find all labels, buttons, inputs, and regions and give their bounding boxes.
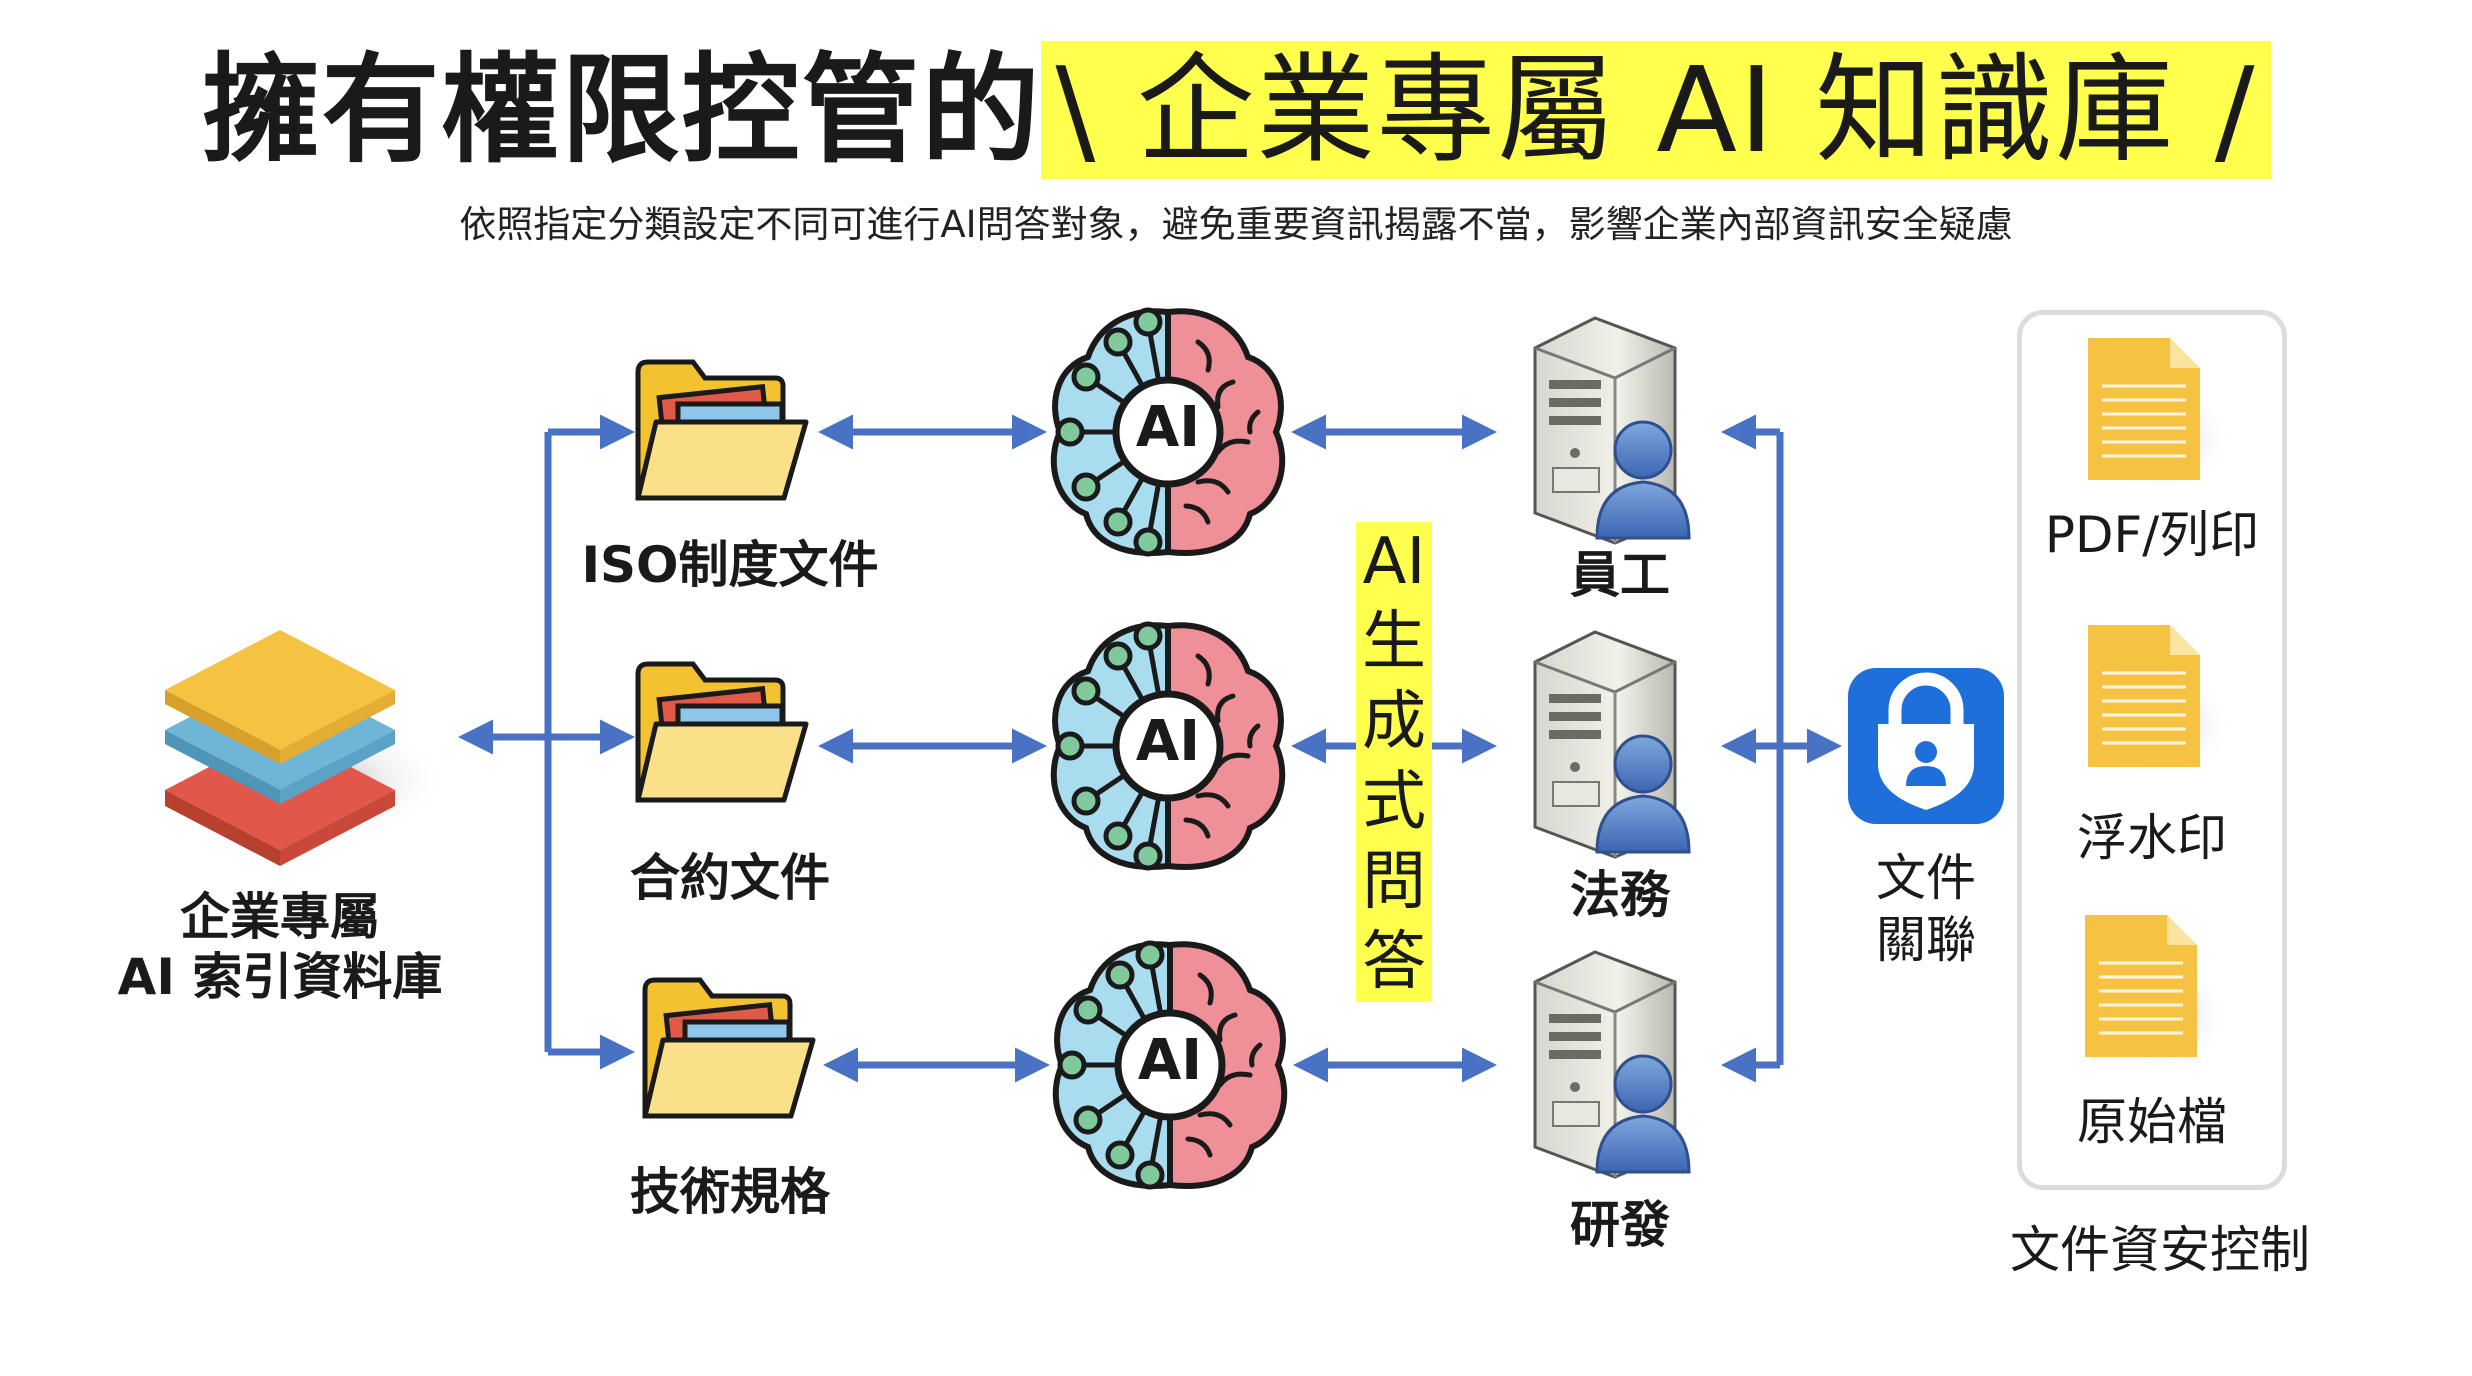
user-label-legal: 法務 [1570, 866, 1670, 924]
doc-label-original: 原始檔 [2077, 1093, 2227, 1151]
association-label-line2: 關聯 [1876, 911, 1976, 969]
folder-icon-contract [638, 664, 806, 800]
doc-label-pdf: PDF/列印 [2044, 506, 2260, 564]
lock-shield-icon [1848, 668, 2004, 824]
server-user-icon-legal [1533, 630, 1691, 859]
folder-brain-arrows [818, 414, 1050, 1083]
user-label-staff: 員工 [1570, 546, 1670, 604]
generative-qa-label: AI 生 成 式 問 答 [1356, 522, 1432, 1002]
ai-brain-text-3: AI [1137, 1028, 1203, 1093]
qa-char: 式 [1362, 765, 1426, 839]
ai-brain-text-1: AI [1135, 395, 1201, 460]
qa-char: 成 [1362, 685, 1426, 759]
security-control-label: 文件資安控制 [2010, 1221, 2310, 1279]
ai-brain-text-2: AI [1135, 709, 1201, 774]
doc-label-watermark: 浮水印 [2077, 809, 2227, 867]
page-title: 擁有權限控管的\ 企業專屬 AI 知識庫 / [0, 40, 2472, 180]
user-label-rd: 研發 [1570, 1196, 1670, 1254]
database-layers-icon [165, 630, 450, 866]
server-user-icon-staff [1533, 316, 1691, 545]
qa-char: 生 [1362, 605, 1426, 679]
title-highlight: \ 企業專屬 AI 知識庫 / [1041, 41, 2271, 179]
qa-char: 答 [1362, 925, 1426, 999]
title-main: 擁有權限控管的 [201, 41, 1042, 179]
folder-icon-spec [645, 980, 813, 1116]
association-connector [1721, 414, 1842, 1083]
folder-label-spec: 技術規格 [630, 1163, 830, 1221]
doc-security-panel [2017, 310, 2287, 1190]
db-connector [458, 414, 635, 1070]
qa-char: AI [1362, 525, 1426, 599]
database-label-line2: AI 索引資料庫 [117, 948, 443, 1006]
association-label-line1: 文件 [1876, 849, 1976, 907]
server-user-icon-rd [1533, 950, 1691, 1179]
qa-char: 問 [1362, 845, 1426, 919]
folder-label-contract: 合約文件 [630, 849, 830, 907]
database-label-line1: 企業專屬 [180, 888, 380, 946]
page-subtitle: 依照指定分類設定不同可進行AI問答對象，避免重要資訊揭露不當，影響企業內部資訊安… [459, 203, 2013, 246]
folder-label-iso: ISO制度文件 [581, 536, 879, 594]
folder-icon-iso [638, 362, 806, 498]
